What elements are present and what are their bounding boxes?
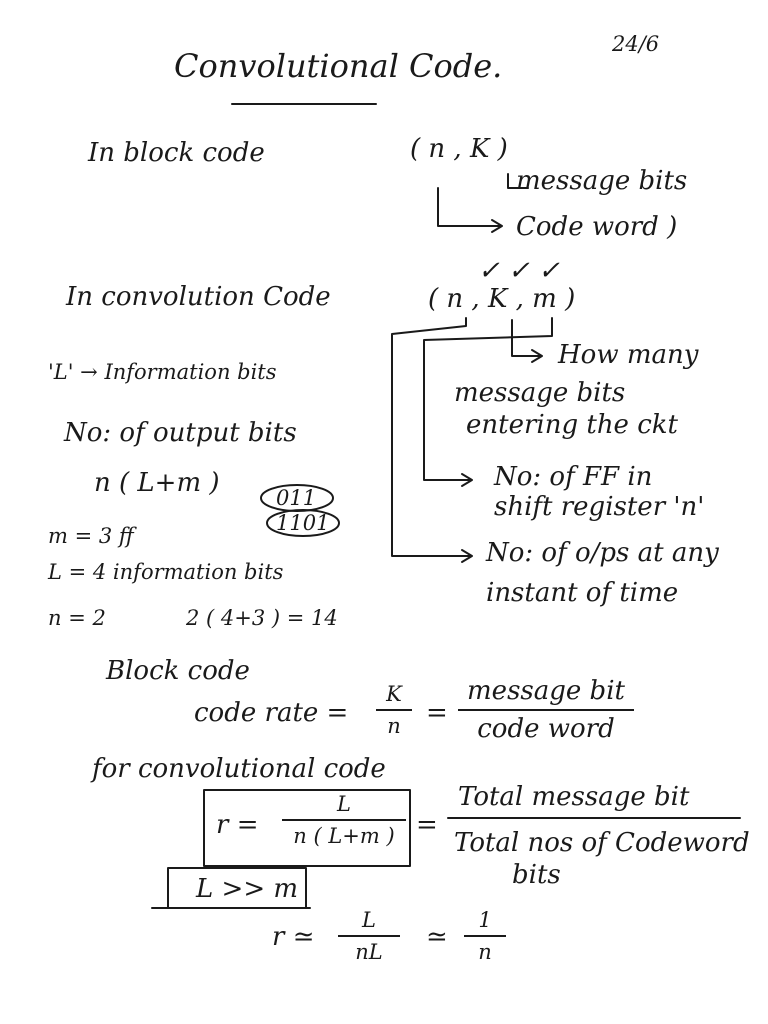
k-connector: [511, 319, 541, 357]
approx-numerator-2: 1: [478, 908, 492, 932]
n-arrow-line: [437, 187, 501, 227]
block-k-meaning: message bits: [516, 166, 688, 196]
conv-params: ( n , K , m ): [428, 284, 576, 314]
conv-intro: In convolution Code: [66, 282, 331, 312]
block-params: ( n , K ): [410, 134, 508, 164]
k-meaning-line2: message bits: [454, 378, 626, 408]
approx-symbol: ≃: [426, 922, 448, 952]
n-connector-head: [461, 549, 473, 563]
rate-word-fraction: message bit code word: [458, 676, 634, 744]
k-connector-head: [531, 349, 543, 363]
r-fraction: L n ( L+m ): [282, 792, 406, 848]
approx-bar-2: [464, 935, 506, 937]
approx-denominator-2: n: [478, 940, 492, 964]
r-bar: [282, 819, 406, 821]
total-denominator-line2: bits: [512, 860, 561, 890]
block-code-heading: Block code: [106, 656, 250, 686]
L-definition: 'L' → Information bits: [48, 360, 277, 384]
checkmarks: ✓ ✓ ✓: [478, 256, 560, 286]
n-connector: [391, 317, 471, 557]
block-n-meaning: Code word ): [516, 212, 678, 242]
block-intro: In block code: [88, 138, 265, 168]
rate-word-bar: [458, 709, 634, 711]
rate-eq: =: [426, 698, 448, 728]
k-meaning-line1: How many: [558, 340, 699, 370]
conv-heading: for convolutional code: [92, 754, 386, 784]
r-lhs: r =: [216, 810, 259, 840]
k-meaning-line3: entering the ckt: [466, 410, 678, 440]
rate-word-numerator: message bit: [467, 676, 625, 706]
approx-condition: L >> m: [196, 874, 299, 904]
total-denominator-line1: Total nos of Codeword: [454, 828, 750, 858]
output-bits-formula: n ( L+m ): [94, 468, 220, 498]
approx-bar: [338, 935, 400, 937]
r-denominator: n ( L+m ): [293, 824, 395, 848]
approx-fraction: L nL: [338, 908, 400, 964]
r-numerator: L: [337, 792, 351, 816]
bitseq-1: 011: [276, 486, 317, 510]
approx-lhs: r ≃: [272, 922, 315, 952]
output-bits-label: No: of output bits: [64, 418, 297, 448]
m-connector-head: [461, 473, 473, 487]
rate-bar: [376, 709, 412, 711]
n-arrow-head: [491, 219, 503, 233]
code-rate-label: code rate =: [194, 698, 349, 728]
rate-denominator: n: [387, 714, 401, 738]
example-L: L = 4 information bits: [48, 560, 284, 584]
rate-fraction: K n: [376, 682, 412, 738]
m-meaning-line1: No: of FF in: [494, 462, 653, 492]
r-eq: =: [416, 810, 438, 840]
n-meaning-line1: No: of o/ps at any: [486, 538, 719, 568]
approx-fraction-2: 1 n: [464, 908, 506, 964]
page-title: Convolutional Code.: [174, 47, 503, 85]
example-n: n = 2: [48, 606, 106, 630]
rate-word-denominator: code word: [477, 714, 615, 744]
rate-numerator: K: [386, 682, 402, 706]
approx-denominator: nL: [355, 940, 383, 964]
bitseq-2: 1101: [276, 511, 330, 535]
example-m: m = 3 ff: [48, 524, 134, 548]
date: 24/6: [612, 32, 660, 56]
approx-numerator: L: [362, 908, 376, 932]
m-meaning-line2: shift register 'n': [494, 492, 705, 522]
n-meaning-line2: instant of time: [486, 578, 679, 608]
total-numerator: Total message bit: [458, 782, 690, 812]
example-calc: 2 ( 4+3 ) = 14: [186, 606, 338, 630]
